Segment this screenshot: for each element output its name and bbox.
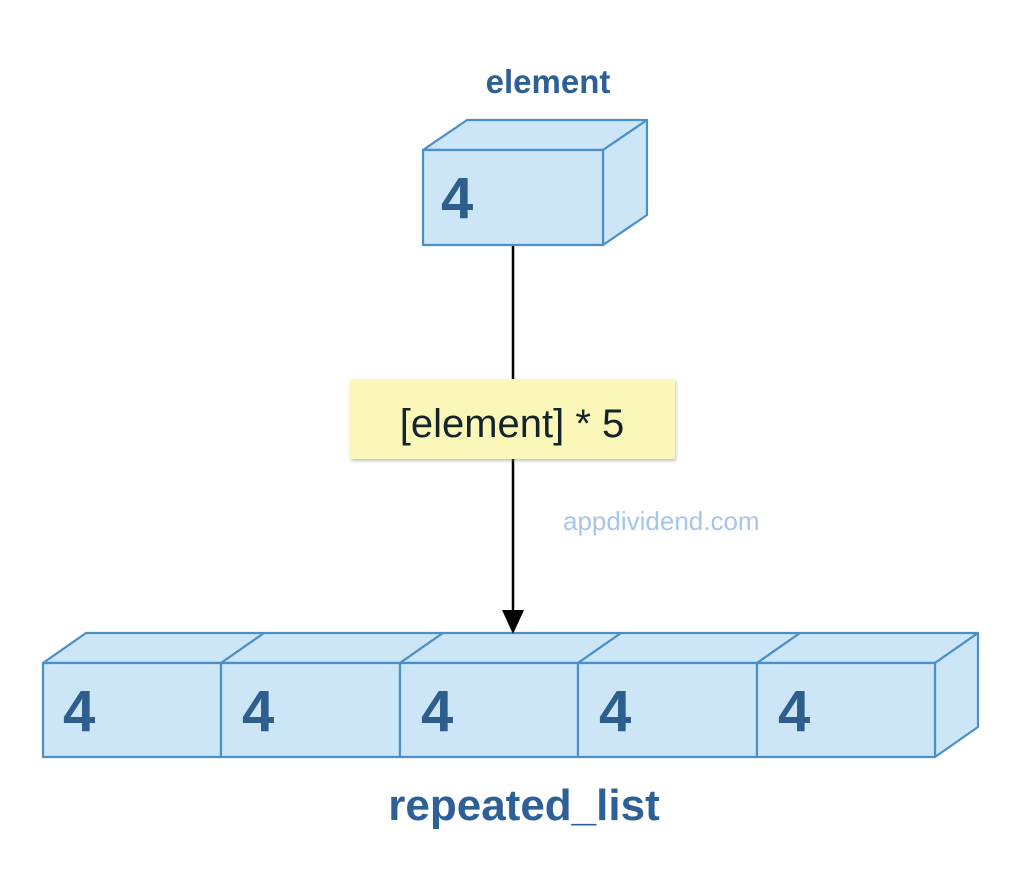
cell-front-face [755,661,937,759]
operation-note: [element] * 5 [350,379,675,459]
element-title: element [486,63,611,100]
arrow-head-icon [502,610,524,634]
watermark: appdividend.com [563,506,760,536]
element-box: 4 [421,118,649,247]
repeated-list-box: 4 4 4 4 4 [41,631,980,759]
cell-value: 4 [63,679,95,744]
cell-value: 4 [778,679,810,744]
element-box-front-face [421,148,605,247]
cell-value: 4 [242,679,274,744]
cell-front-face [576,661,759,759]
operation-note-background [350,379,675,459]
element-value: 4 [441,166,473,231]
repeated-list-title: repeated_list [388,781,660,830]
cell-value: 4 [599,679,631,744]
cell-front-face [41,661,223,759]
operation-label: [element] * 5 [400,402,625,446]
cell-value: 4 [421,679,453,744]
